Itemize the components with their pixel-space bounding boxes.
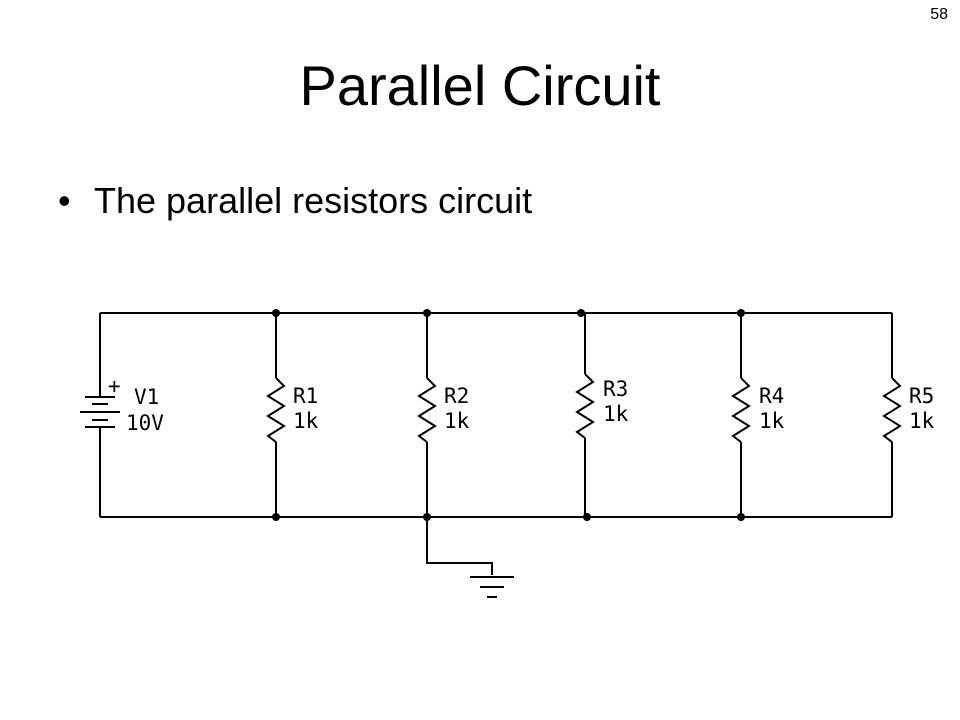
r3-name-label: R3 (603, 377, 628, 401)
battery-icon (80, 396, 120, 428)
r1-resistor-icon (266, 377, 286, 443)
junction-dot (272, 309, 280, 317)
r4-name-label: R4 (759, 384, 784, 408)
r5-resistor-icon (882, 377, 902, 443)
page-number: 58 (930, 6, 948, 23)
r4-value-label: 1k (759, 409, 785, 433)
slide-title: Parallel Circuit (299, 54, 661, 117)
bullet-list: • The parallel resistors circuit (58, 180, 532, 222)
ground-icon (470, 576, 514, 598)
bullet-dot-icon: • (58, 180, 71, 221)
r5-name-label: R5 (909, 384, 934, 408)
r1-value-label: 1k (293, 409, 319, 433)
r4-resistor-icon (731, 377, 751, 443)
bullet-text: The parallel resistors circuit (94, 180, 533, 221)
junction-dot (423, 513, 431, 521)
source-value-label: 10V (126, 411, 164, 435)
source-polarity-label: + (108, 374, 121, 398)
bullet-item: • The parallel resistors circuit (58, 180, 532, 222)
junction-dot (583, 513, 591, 521)
r3-value-label: 1k (603, 402, 629, 426)
r5-value-label: 1k (909, 409, 935, 433)
junction-dot (737, 513, 745, 521)
ground-wire (426, 517, 493, 575)
junction-dot (272, 513, 280, 521)
r2-resistor-icon (417, 377, 437, 443)
r2-name-label: R2 (444, 384, 469, 408)
source-name-label: V1 (134, 385, 159, 409)
junction-dots (272, 309, 745, 521)
junction-dot (737, 309, 745, 317)
junction-dot (577, 309, 585, 317)
junction-dot (423, 309, 431, 317)
r2-value-label: 1k (444, 409, 470, 433)
r1-name-label: R1 (293, 384, 318, 408)
r3-resistor-icon (575, 373, 595, 439)
